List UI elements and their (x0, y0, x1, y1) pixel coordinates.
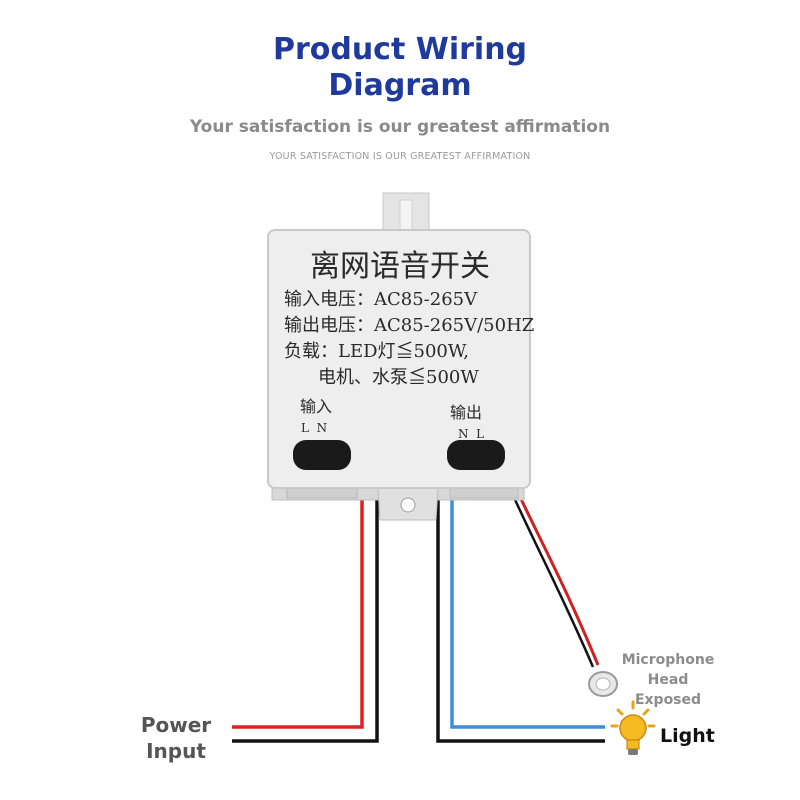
microphone-label: Microphone Head Exposed (612, 650, 724, 710)
device-output-label: 输出 (450, 403, 482, 422)
mic-label-line-3: Exposed (634, 692, 702, 708)
title-line-2: Diagram (328, 68, 472, 103)
switch-module (267, 229, 531, 521)
subtitle-caps: YOUR SATISFACTION IS OUR GREATEST AFFIRM… (269, 151, 531, 162)
power-input-label: Power Input (120, 712, 232, 764)
device-load-line-1: 负载：LED灯≦500W, (284, 341, 469, 362)
power-neutral-wire (232, 495, 379, 743)
output-neutral-wire (436, 495, 605, 743)
device-name: 离网语音开关 (310, 249, 490, 284)
power-live-wire (232, 495, 364, 729)
light-bulb-icon (610, 700, 656, 755)
device-load-line-2: 电机、水泵≦500W (318, 367, 479, 388)
mic-label-line-2: Head (647, 672, 689, 688)
device-input-voltage: 输入电压：AC85-265V (284, 289, 478, 310)
mic-label-line-1: Microphone (621, 652, 715, 668)
device-output-voltage: 输出电压：AC85-265V/50HZ (284, 315, 534, 336)
device-input-terminals: L N (301, 421, 327, 435)
title-line-1: Product Wiring (272, 32, 528, 67)
light-label: Light (660, 725, 715, 747)
page-title: Product Wiring Diagram (0, 32, 800, 104)
output-live-wire (450, 495, 605, 729)
microphone-cable-black (505, 481, 595, 668)
device-input-label: 输入 (300, 397, 332, 416)
subtitle: Your satisfaction is our greatest affirm… (189, 117, 611, 137)
power-label-line-1: Power (140, 713, 212, 737)
microphone-cable-red (510, 479, 600, 666)
power-label-line-2: Input (146, 739, 206, 763)
device-output-terminals: N L (458, 427, 484, 441)
microphone-icon (588, 671, 618, 697)
